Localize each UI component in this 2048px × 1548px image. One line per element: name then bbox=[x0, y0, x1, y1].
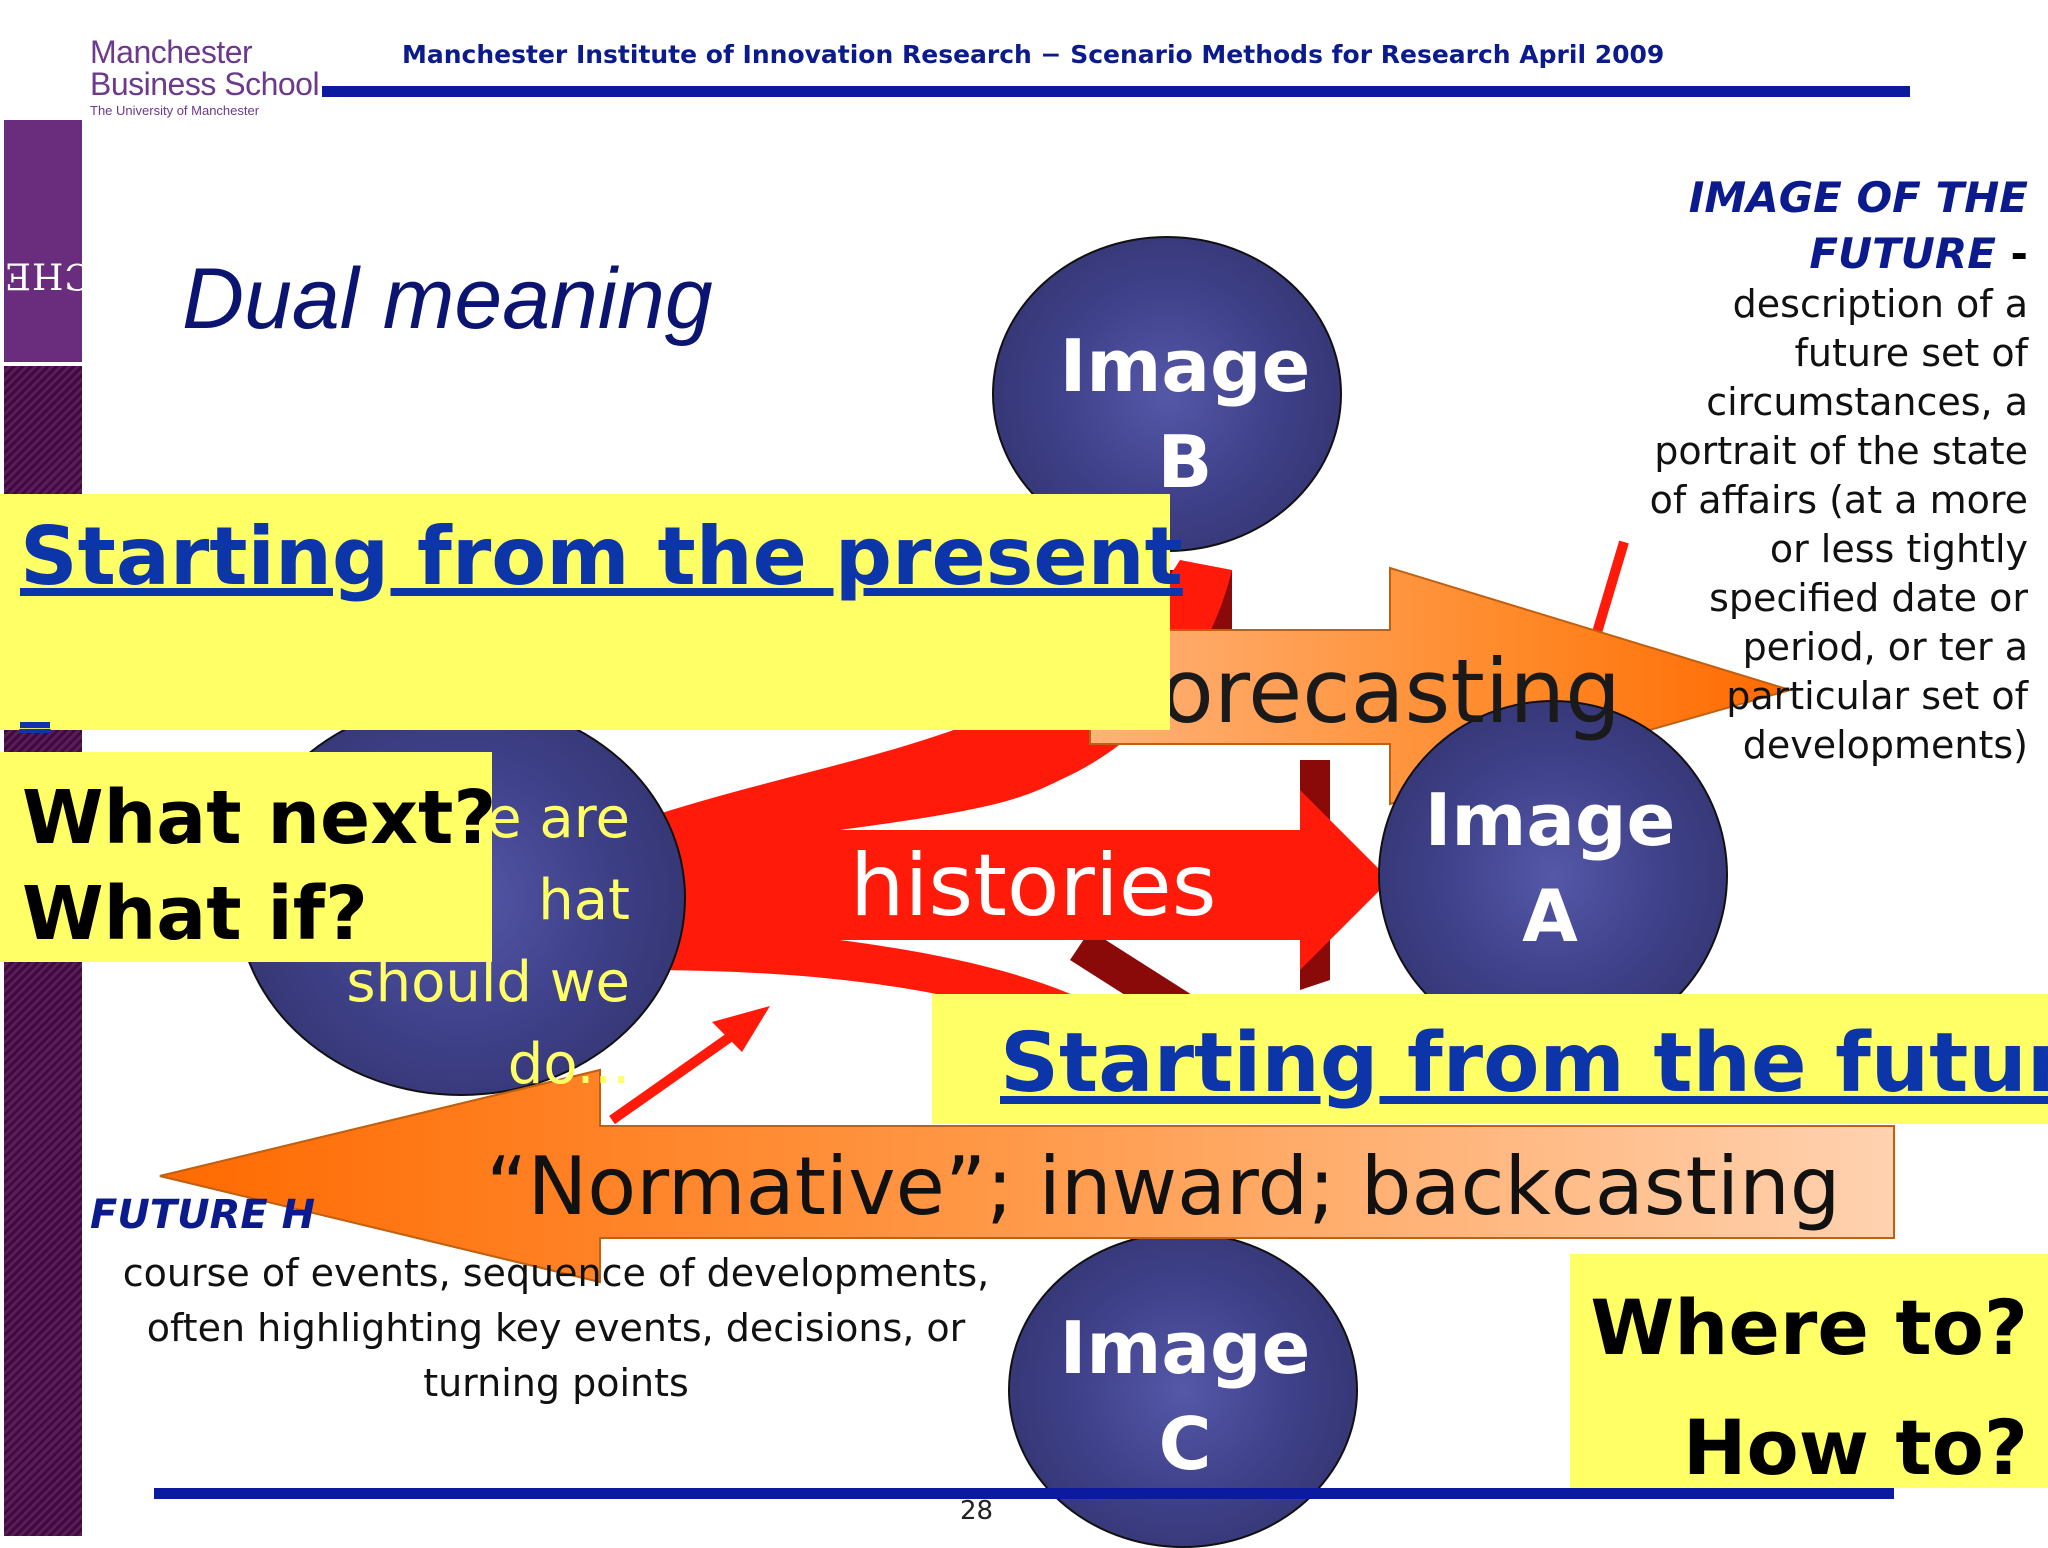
present-callout-underscore: _ bbox=[20, 664, 50, 734]
present-circle-line-1: e are bbox=[487, 786, 630, 851]
image-a-label: Image A bbox=[1410, 772, 1690, 964]
image-b-label: Image B bbox=[1040, 318, 1330, 510]
page-number: 28 bbox=[960, 1496, 994, 1526]
logo-line-3: The University of Manchester bbox=[90, 103, 260, 118]
university-seal-strip bbox=[4, 120, 82, 362]
what-if-question: What if? bbox=[22, 871, 368, 957]
starting-from-present-heading: Starting from the present bbox=[20, 510, 1183, 603]
red-pointer-head-bottom bbox=[712, 1006, 770, 1052]
backcasting-arrow-body bbox=[159, 1068, 1895, 1284]
histories-branch-arrow bbox=[640, 560, 1390, 1080]
where-to-question: Where to? bbox=[1590, 1283, 2028, 1372]
slide-title: Dual meaning bbox=[182, 251, 713, 347]
image-c-word: Image bbox=[1059, 1306, 1311, 1390]
what-next-text: What next? What if? bbox=[22, 770, 496, 962]
what-next-question: What next? bbox=[22, 775, 497, 861]
starting-from-future-heading: Starting from the future bbox=[1000, 1016, 2048, 1111]
image-a-word: Image bbox=[1424, 778, 1676, 862]
definition-heading-line-2: FUTURE bbox=[1809, 229, 1996, 278]
image-c-letter: C bbox=[1158, 1402, 1212, 1486]
where-to-callout bbox=[1570, 1254, 2048, 1488]
where-to-text: Where to? How to? bbox=[1570, 1268, 2028, 1508]
image-of-future-definition: description of a future set of circumsta… bbox=[1649, 282, 2028, 767]
future-callout bbox=[932, 994, 2048, 1124]
normative-label: “Normative”; inward; backcasting bbox=[486, 1140, 1841, 1233]
histories-label: histories bbox=[850, 836, 1217, 936]
footer-divider bbox=[154, 1488, 1894, 1499]
logo-line-2: Business School bbox=[90, 66, 320, 102]
red-pointer-line-bottom bbox=[609, 1025, 743, 1125]
image-a-letter: A bbox=[1522, 874, 1578, 958]
image-b-word: Image bbox=[1059, 324, 1311, 408]
header-divider bbox=[322, 86, 1910, 97]
definition-heading-dash: - bbox=[1995, 229, 2028, 278]
present-callout bbox=[0, 494, 1170, 730]
how-to-question: How to? bbox=[1682, 1403, 2028, 1492]
future-histories-definition: course of events, sequence of developmen… bbox=[122, 1251, 990, 1405]
definition-heading-line-1: IMAGE OF THE bbox=[1688, 173, 2028, 222]
present-circle-line-2: hat bbox=[538, 868, 630, 933]
what-next-callout bbox=[0, 752, 492, 962]
future-histories-heading: FUTURE H bbox=[90, 1192, 316, 1238]
image-of-future-heading: IMAGE OF THE FUTURE - bbox=[1590, 170, 2028, 282]
present-circle-line-4: do... bbox=[507, 1032, 630, 1097]
logo-line-1: Manchester bbox=[90, 34, 253, 70]
image-c-label: Image C bbox=[1040, 1300, 1330, 1492]
forecasting-label: orecasting bbox=[1160, 640, 1621, 743]
header-title: Manchester Institute of Innovation Resea… bbox=[402, 40, 1665, 69]
image-a-circle bbox=[1378, 700, 1728, 1050]
image-b-letter: B bbox=[1157, 420, 1213, 504]
business-school-logo: Manchester Business School The Universit… bbox=[90, 36, 330, 120]
